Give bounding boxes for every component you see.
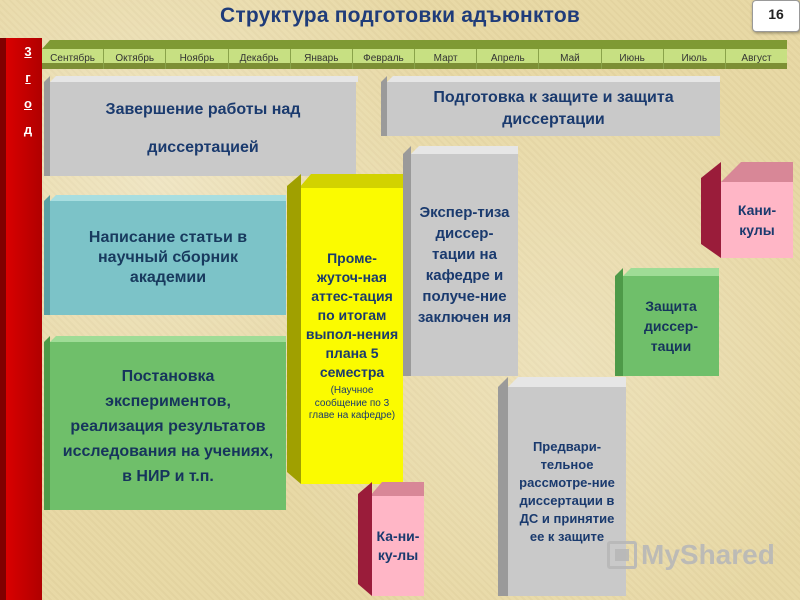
- block-finish-dissertation: Завершение работы над диссертацией: [44, 76, 358, 176]
- month-label: Июль: [664, 49, 726, 69]
- watermark: MyShared: [607, 537, 775, 573]
- block-finish-dissertation-text: Завершение работы над диссертацией: [50, 82, 356, 176]
- month-label: Декабрь: [229, 49, 291, 69]
- block-holidays-2: Кани-кулы: [701, 162, 793, 258]
- month-label: Август: [741, 53, 772, 64]
- block-preliminary-review-text: Предвари-тельное рассмотре-ние диссертац…: [508, 387, 626, 596]
- block-holidays-1: Ка-ни-ку-лы: [358, 482, 424, 596]
- month-label: Сентябрь: [42, 49, 105, 69]
- block-interim-attestation: Проме-жуточ-ная аттес-тация по итогам вы…: [287, 174, 403, 484]
- year-label-letter: д: [23, 122, 33, 137]
- block-defense-preparation-text: Подготовка к защите и защита диссертации: [387, 82, 720, 136]
- year-label-letter: о: [24, 96, 32, 111]
- block-interim-attestation-note: (Научное сообщение по 3 главе на кафедре…: [308, 385, 396, 422]
- watermark-text: MyShared: [641, 539, 775, 570]
- block-defense-preparation: Подготовка к защите и защита диссертации: [381, 76, 720, 136]
- month-label: Октябрь: [104, 49, 167, 69]
- year-bar: 3 г о д: [0, 38, 42, 600]
- block-expertise-text: Экспер-тиза диссер-тации на кафедре и по…: [411, 154, 518, 376]
- block-holidays-1-text: Ка-ни-ку-лы: [372, 496, 424, 596]
- page-number-badge: 16: [752, 0, 800, 32]
- month-label: Март: [415, 49, 478, 69]
- block-article: Написание статьи в научный сборник акаде…: [44, 195, 286, 315]
- month-label: Ноябрь: [166, 49, 229, 69]
- block-expertise: Экспер-тиза диссер-тации на кафедре и по…: [403, 146, 518, 376]
- block-defense: Защита диссер-тации: [615, 268, 719, 376]
- year-label-letter: 3: [24, 44, 32, 59]
- block-article-text: Написание статьи в научный сборник акаде…: [50, 201, 286, 315]
- months-bar-top: [42, 40, 787, 49]
- block-experiments-text: Постановка экспериментов, реализация рез…: [50, 342, 286, 510]
- block-experiments: Постановка экспериментов, реализация рез…: [44, 336, 286, 510]
- year-bar-edge: [0, 38, 6, 600]
- month-label: Январь: [291, 49, 353, 69]
- month-label: Апрель: [477, 49, 540, 69]
- months-bar: Сентябрь Октябрь Ноябрь Декабрь Январь Ф…: [42, 49, 787, 69]
- month-label: Май: [539, 49, 602, 69]
- month-label: Февраль: [353, 49, 416, 69]
- block-preliminary-review: Предвари-тельное рассмотре-ние диссертац…: [498, 377, 626, 596]
- block-holidays-2-text: Кани-кулы: [721, 182, 793, 258]
- year-label-letter: г: [25, 70, 31, 85]
- block-interim-attestation-text: Проме-жуточ-ная аттес-тация по итогам вы…: [305, 250, 399, 381]
- presentation-icon: [607, 541, 637, 569]
- page-title: Структура подготовки адъюнктов: [220, 4, 580, 27]
- month-label: Июнь: [602, 49, 664, 69]
- block-defense-text: Защита диссер-тации: [623, 276, 719, 376]
